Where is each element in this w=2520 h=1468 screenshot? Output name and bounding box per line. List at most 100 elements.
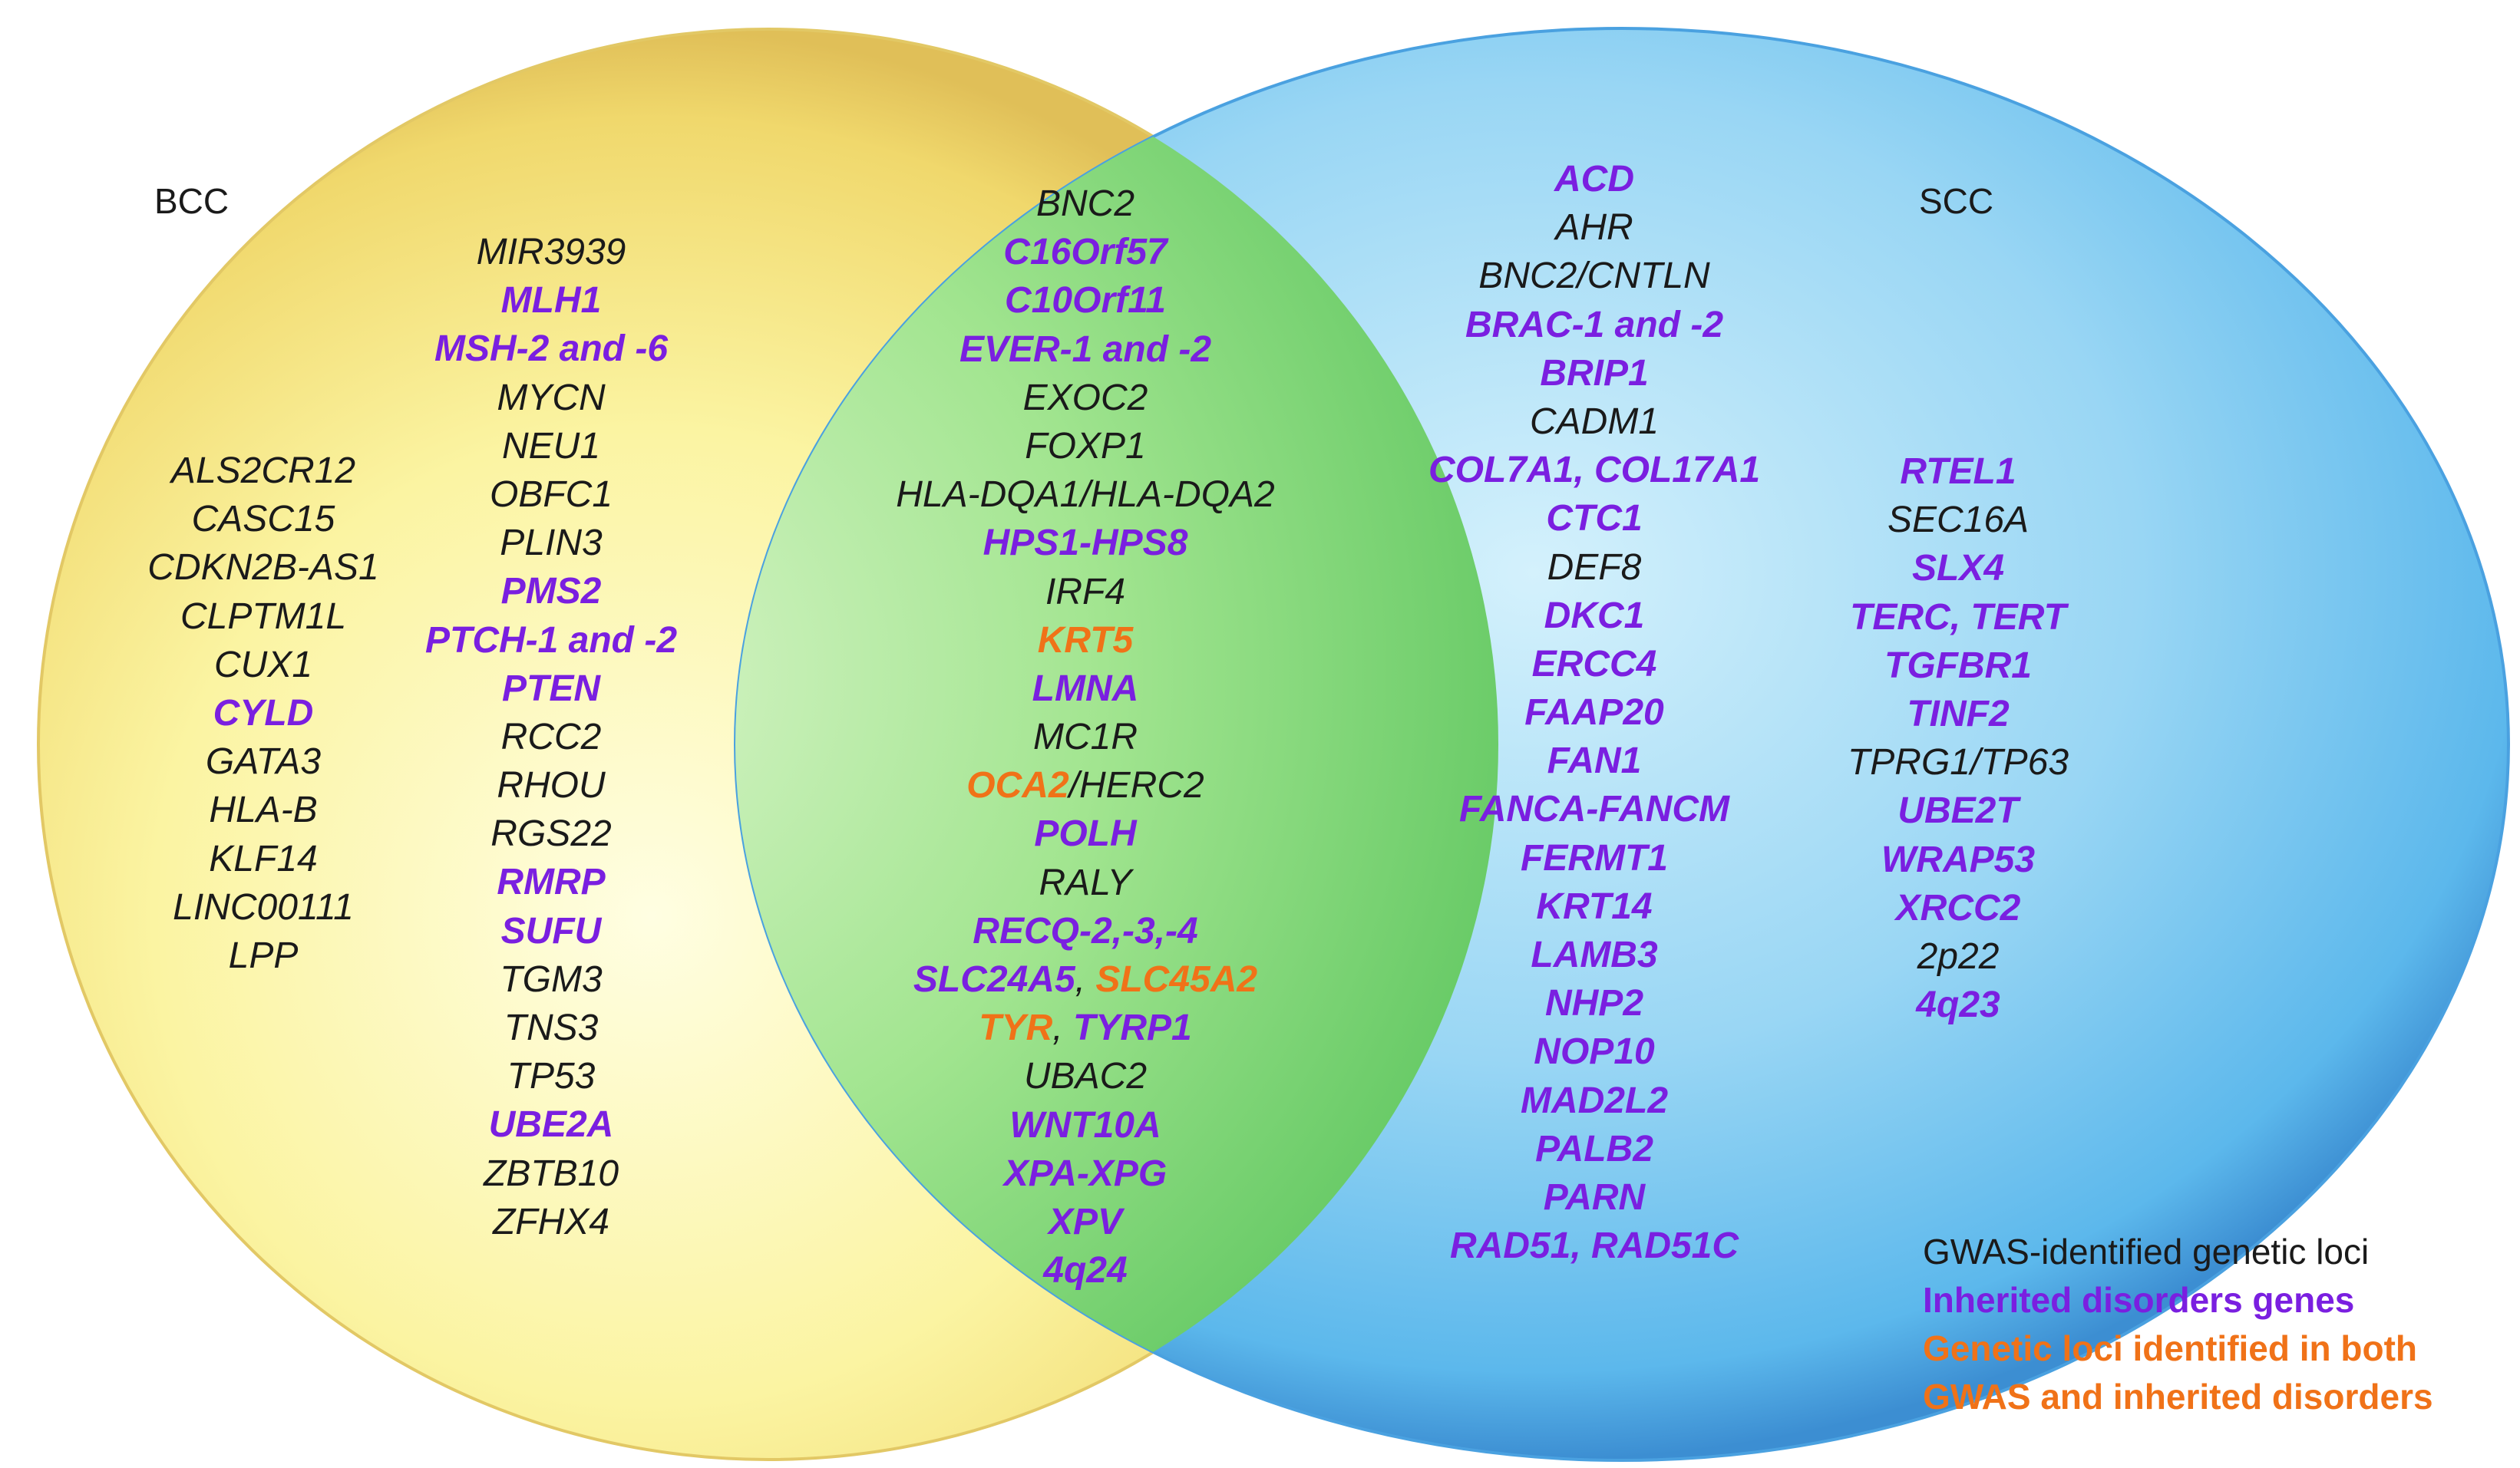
gene-entry: CUX1 — [147, 641, 378, 689]
gene-name: MLH1 — [500, 280, 602, 322]
gene-name: NHP2 — [1544, 983, 1644, 1024]
gene-entry: PLIN3 — [425, 519, 677, 567]
gene-entry: RHOU — [425, 761, 677, 810]
gene-entry: NOP10 — [1428, 1028, 1760, 1076]
gene-name: XPA-XPG — [1003, 1153, 1168, 1194]
gene-entry: LPP — [147, 932, 378, 980]
gene-name: FANCA-FANCM — [1459, 789, 1729, 830]
gene-name: CDKN2B-AS1 — [147, 547, 379, 589]
gene-name: TNS3 — [504, 1008, 599, 1048]
gene-entry: SEC16A — [1848, 496, 2069, 544]
legend-both-line1: Genetic loci identified in both — [1923, 1328, 2418, 1368]
gene-entry: LAMB3 — [1428, 931, 1760, 979]
gene-name: LPP — [228, 935, 299, 976]
gene-name: ZFHX4 — [492, 1201, 609, 1242]
gene-entry: SUFU — [425, 907, 677, 955]
gene-name: MIR3939 — [476, 232, 626, 272]
gene-name: SUFU — [500, 910, 602, 952]
gene-entry: TGFBR1 — [1848, 642, 2069, 690]
gene-name: WRAP53 — [1881, 839, 2036, 880]
gene-entry: MSH-2 and -6 — [425, 325, 677, 373]
gene-name: TERC, TERT — [1850, 596, 2066, 638]
gene-name: , — [1075, 959, 1096, 1000]
gene-entry: TP53 — [425, 1052, 677, 1100]
gene-entry: XPV — [896, 1198, 1274, 1246]
gene-entry: PTEN — [425, 665, 677, 713]
gene-name: EVER-1 and -2 — [959, 328, 1212, 370]
gene-name: POLH — [1034, 813, 1137, 855]
gene-entry: EXOC2 — [896, 374, 1274, 422]
gene-name: TPRG1/TP63 — [1847, 742, 2069, 783]
gene-name: CADM1 — [1529, 401, 1660, 442]
gene-name: 2p22 — [1917, 935, 2000, 977]
overlap-region — [735, 29, 1498, 1460]
gene-entry: IRF4 — [896, 568, 1274, 616]
gene-entry: KRT5 — [896, 616, 1274, 665]
gene-entry: ZFHX4 — [425, 1198, 677, 1246]
gene-entry: FERMT1 — [1428, 834, 1760, 882]
gene-name: OCA2 — [966, 765, 1069, 807]
gene-entry: BRIP1 — [1428, 349, 1760, 398]
gene-entry: BRAC-1 and -2 — [1428, 301, 1760, 349]
gene-name: KRT14 — [1536, 886, 1653, 927]
gene-name: TINF2 — [1907, 693, 2010, 734]
gene-entry: DKC1 — [1428, 592, 1760, 640]
gene-entry: CADM1 — [1428, 398, 1760, 446]
gene-name: CLPTM1L — [180, 595, 347, 637]
gene-name: C10Orf11 — [1005, 280, 1166, 322]
gene-entry: MYCN — [425, 374, 677, 422]
gene-entry: EVER-1 and -2 — [896, 325, 1274, 374]
gene-entry: PARN — [1428, 1173, 1760, 1222]
gene-name: DEF8 — [1547, 546, 1642, 588]
gene-name: 4q24 — [1043, 1250, 1128, 1292]
gene-name: BRIP1 — [1540, 352, 1649, 394]
gene-name: HLA-B — [209, 790, 318, 831]
gene-name: RMRP — [497, 862, 606, 903]
gene-name: TGM3 — [500, 958, 603, 1000]
gene-entry: WNT10A — [896, 1101, 1274, 1150]
gene-name: XRCC2 — [1895, 887, 2021, 929]
gene-entry: NHP2 — [1428, 979, 1760, 1028]
gene-entry: MAD2L2 — [1428, 1077, 1760, 1125]
gene-name: PTEN — [501, 668, 600, 709]
gene-name: EXOC2 — [1022, 377, 1148, 418]
gene-entry: HLA-B — [147, 786, 378, 834]
gene-name: PALB2 — [1535, 1128, 1653, 1169]
gene-entry: KRT14 — [1428, 882, 1760, 931]
gene-entry: PTCH-1 and -2 — [425, 616, 677, 665]
gene-entry: RCC2 — [425, 713, 677, 761]
gene-entry: WRAP53 — [1848, 836, 2069, 884]
gene-entry: SLX4 — [1848, 544, 2069, 592]
gene-entry: TGM3 — [425, 955, 677, 1004]
gene-entry: CLPTM1L — [147, 592, 378, 641]
gene-name: DKC1 — [1544, 595, 1645, 636]
gene-name: GATA3 — [205, 741, 322, 783]
gene-entry: KLF14 — [147, 835, 378, 883]
gene-entry: CTC1 — [1428, 494, 1760, 543]
gene-name: , — [1052, 1008, 1073, 1049]
gene-name: HPS1-HPS8 — [983, 523, 1188, 564]
gene-name: SLX4 — [1911, 548, 2005, 589]
legend-both-line2: GWAS and inherited disorders — [1923, 1377, 2433, 1417]
gene-name: BRAC-1 and -2 — [1465, 304, 1724, 345]
gene-entry: RGS22 — [425, 810, 677, 858]
gene-name: PARN — [1543, 1176, 1646, 1218]
gene-entry: MLH1 — [425, 276, 677, 325]
gene-name: MC1R — [1032, 717, 1138, 758]
legend-gwas: GWAS-identified genetic loci — [1923, 1232, 2370, 1272]
gene-entry: TPRG1/TP63 — [1848, 738, 2069, 787]
gene-entry: ALS2CR12 — [147, 447, 378, 495]
gene-entry: COL7A1, COL17A1 — [1428, 446, 1760, 494]
gene-name: HLA-DQA1/HLA-DQA2 — [896, 474, 1275, 516]
gene-entry: FANCA-FANCM — [1428, 785, 1760, 833]
gene-entry: POLH — [896, 810, 1274, 858]
gene-entry: HLA-DQA1/HLA-DQA2 — [896, 470, 1274, 519]
gene-name: FERMT1 — [1521, 837, 1668, 879]
gene-name: KRT5 — [1037, 619, 1134, 661]
gene-name: PLIN3 — [500, 523, 603, 564]
gene-name: RAD51, RAD51C — [1449, 1226, 1739, 1267]
